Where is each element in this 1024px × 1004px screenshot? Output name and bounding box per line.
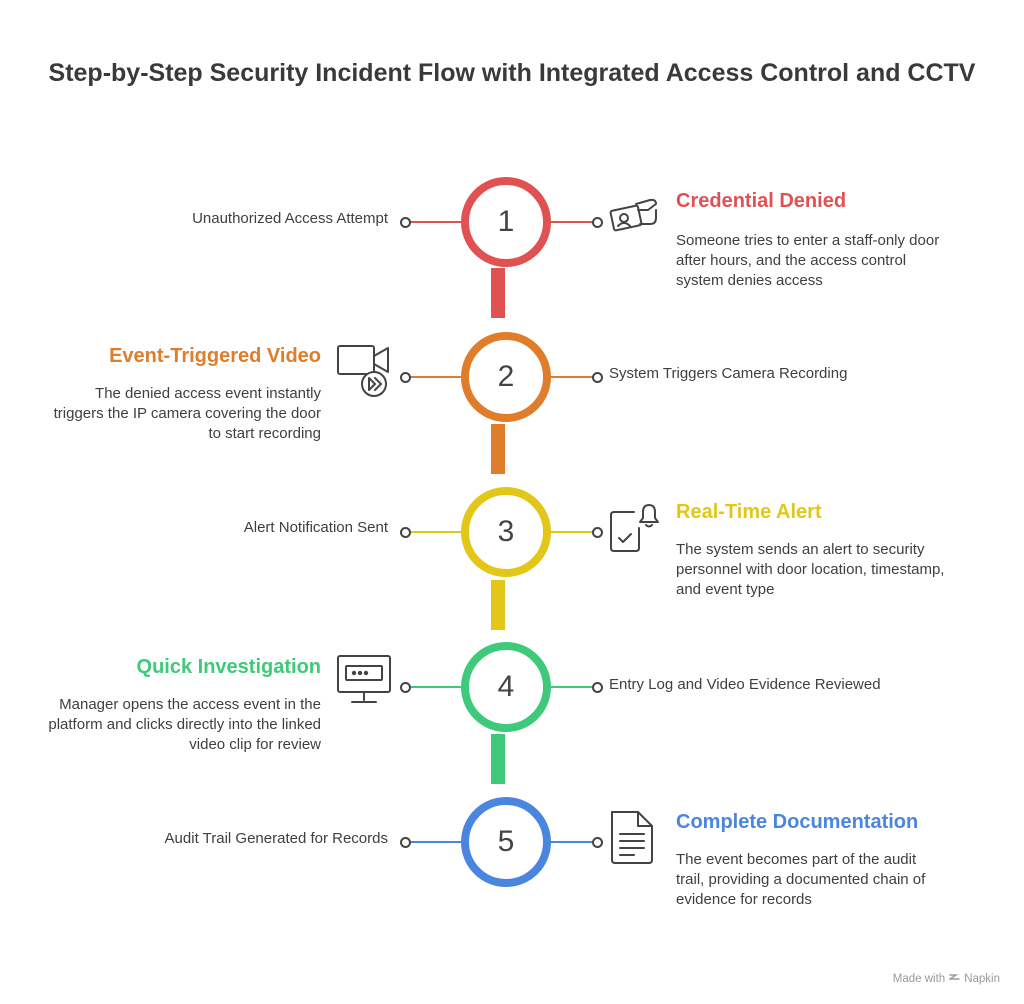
phone-bell-icon	[606, 500, 664, 559]
connector-3-4	[491, 580, 505, 630]
step-1-right-line	[545, 221, 595, 223]
step-1-right-dot	[592, 217, 603, 228]
step-3-description: The system sends an alert to security pe…	[676, 541, 945, 598]
step-5-left-line	[408, 841, 461, 843]
step-1-circle: 1	[461, 177, 551, 267]
step-2-description: The denied access event instantly trigge…	[53, 385, 321, 442]
step-4-description: Manager opens the access event in the pl…	[48, 696, 321, 753]
step-3-left-label: Alert Notification Sent	[243, 519, 388, 536]
step-3-left-dot	[400, 527, 411, 538]
step-3-right-line	[545, 531, 595, 533]
step-1-left-line	[408, 221, 461, 223]
connector-4-5	[491, 734, 505, 784]
step-2-heading: Event-Triggered Video	[109, 345, 321, 367]
step-2-left-line	[408, 376, 461, 378]
step-2-number: 2	[497, 360, 515, 393]
step-2-right-label: System Triggers Camera Recording	[609, 365, 848, 382]
step-4-number: 4	[497, 670, 515, 703]
connector-1-2	[491, 268, 505, 318]
step-4-heading: Quick Investigation	[136, 656, 321, 678]
step-5-left-dot	[400, 837, 411, 848]
step-4-circle: 4	[461, 642, 551, 732]
step-4-right-label: Entry Log and Video Evidence Reviewed	[609, 676, 881, 693]
step-3-number: 3	[497, 515, 515, 548]
step-5-circle: 5	[461, 797, 551, 887]
step-3-circle: 3	[461, 487, 551, 577]
step-3-right-dot	[592, 527, 603, 538]
napkin-logo-icon	[947, 972, 960, 986]
step-5-left-label: Audit Trail Generated for Records	[164, 830, 388, 847]
step-1-left-dot	[400, 217, 411, 228]
step-2-circle: 2	[461, 332, 551, 422]
step-1-heading: Credential Denied	[676, 190, 847, 212]
step-5-description: The event becomes part of the audit trai…	[676, 851, 926, 908]
connector-2-3	[491, 424, 505, 474]
step-2-right-dot	[592, 372, 603, 383]
step-5-right-line	[545, 841, 595, 843]
napkin-brand-text: Napkin	[964, 973, 1000, 985]
step-4-right-line	[545, 686, 595, 688]
step-4-left-dot	[400, 682, 411, 693]
monitor-icon	[334, 652, 394, 713]
document-icon	[608, 808, 658, 871]
step-2-right-line	[545, 376, 595, 378]
step-4-right-dot	[592, 682, 603, 693]
step-1-description: Someone tries to enter a staff-only door…	[676, 232, 940, 289]
step-3-heading: Real-Time Alert	[676, 501, 822, 523]
step-4-left-line	[408, 686, 461, 688]
video-camera-icon	[334, 342, 394, 405]
step-2-left-dot	[400, 372, 411, 383]
made-with-napkin-badge: Made with Napkin	[893, 972, 1000, 986]
made-with-text: Made with	[892, 973, 946, 985]
step-1-number: 1	[497, 205, 515, 238]
page-title: Step-by-Step Security Incident Flow with…	[48, 59, 976, 87]
step-3-left-line	[408, 531, 461, 533]
step-5-number: 5	[497, 825, 515, 858]
step-5-right-dot	[592, 837, 603, 848]
step-5-heading: Complete Documentation	[676, 811, 919, 833]
step-1-left-label: Unauthorized Access Attempt	[192, 210, 388, 227]
id-card-hand-icon	[606, 194, 662, 245]
